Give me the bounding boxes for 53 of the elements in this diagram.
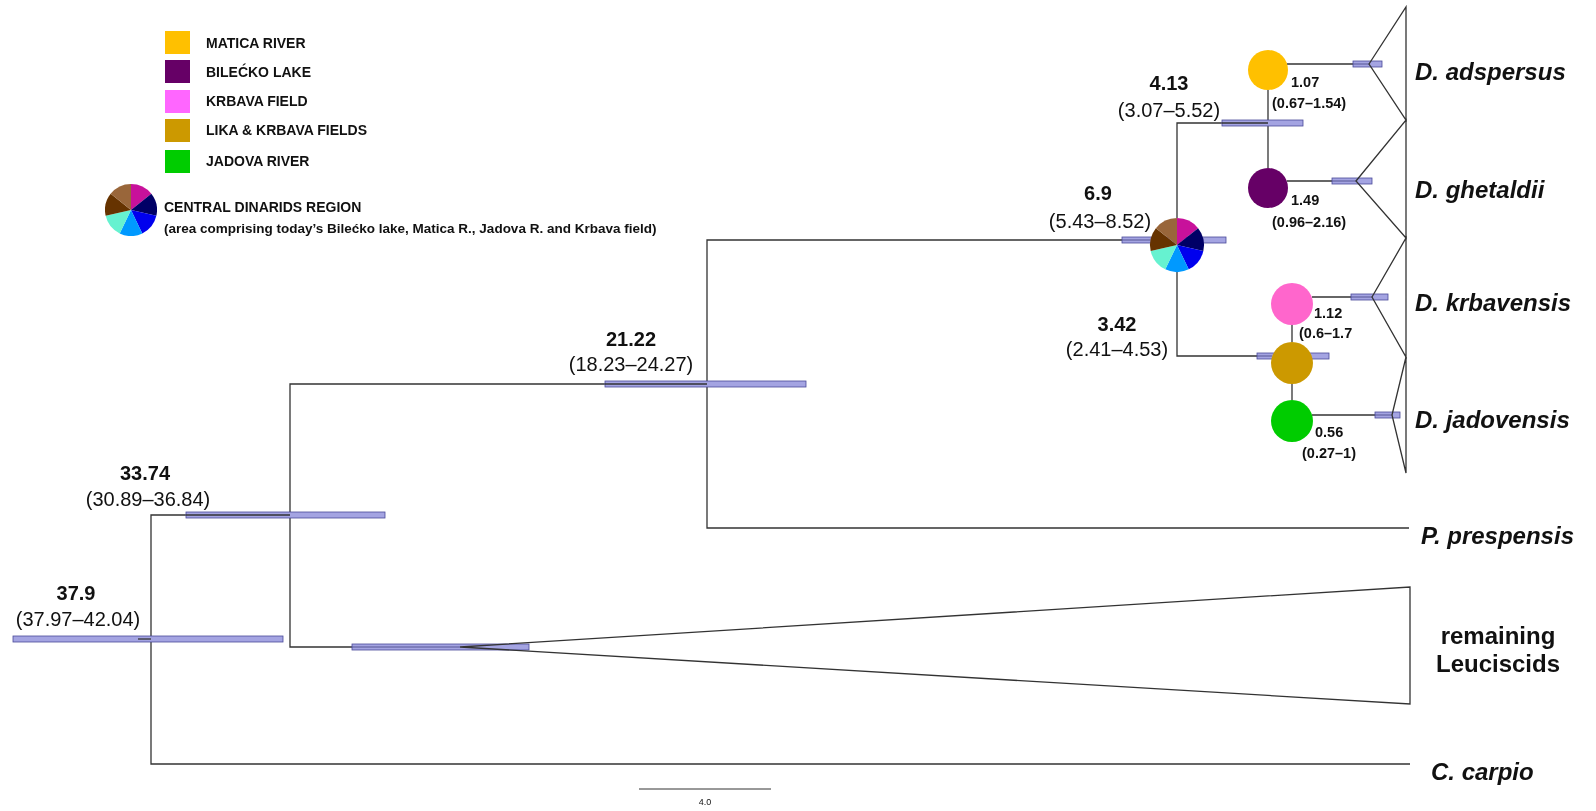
legend-label: MATICA RIVER	[206, 34, 306, 52]
species-name: D. adspersus	[1415, 58, 1566, 86]
pie-chart	[1150, 218, 1204, 272]
node-age: 0.56	[1315, 423, 1344, 441]
node-age: 33.74	[119, 461, 171, 485]
branch-line	[1291, 324, 1293, 343]
age-interval: (5.43–8.52)	[1048, 209, 1152, 233]
node-age: 1.12	[1314, 304, 1343, 322]
age-interval: (0.27–1)	[1302, 444, 1356, 462]
interval-bar	[185, 511, 386, 519]
branch-line	[1176, 122, 1223, 219]
branch-line	[150, 641, 1411, 765]
node-age: 6.9	[1084, 181, 1112, 205]
age-interval: (18.23–24.27)	[568, 352, 694, 376]
node-age: 3.42	[1097, 312, 1137, 336]
species-name: D. ghetaldii	[1415, 176, 1545, 204]
age-interval: (0.67–1.54)	[1272, 94, 1347, 112]
legend-label: BILEĆKO LAKE	[206, 63, 311, 81]
legend-label: CENTRAL DINARIDS REGION	[164, 198, 362, 216]
branch-line	[1267, 125, 1269, 169]
node-age: 21.22	[605, 327, 657, 351]
legend-label: KRBAVA FIELD	[206, 92, 308, 110]
branch-line	[150, 514, 187, 637]
legend-label: LIKA & KRBAVA FIELDS	[206, 121, 367, 139]
legend-note: (area comprising today’s Bilećko lake, Matica R., Jadova R. and Krbava field)	[164, 221, 657, 237]
age-interval: (2.41–4.53)	[1065, 337, 1169, 361]
branch-line	[289, 383, 606, 513]
branch-line	[1291, 383, 1293, 401]
species-name: P. prespensis	[1421, 522, 1574, 550]
interval-bar	[1221, 119, 1304, 127]
area-circle	[1248, 50, 1288, 90]
node-age: 1.07	[1291, 73, 1320, 91]
area-circle	[1248, 168, 1288, 208]
species-name: C. carpio	[1431, 758, 1534, 786]
legend-label: JADOVA RIVER	[206, 152, 310, 170]
area-circle	[1271, 400, 1313, 442]
age-interval: (0.96–2.16)	[1272, 213, 1347, 231]
branch-line	[1267, 89, 1269, 121]
scale-label: 4.0	[698, 796, 712, 808]
area-circle	[1271, 283, 1313, 325]
node-age: 37.9	[56, 581, 96, 605]
species-name: D. jadovensis	[1415, 406, 1570, 434]
age-interval: (3.07–5.52)	[1117, 98, 1221, 122]
node-age: 4.13	[1149, 71, 1189, 95]
node-age: 1.49	[1291, 191, 1320, 209]
branch-line	[706, 386, 1410, 529]
age-interval: (37.97–42.04)	[15, 607, 141, 631]
interval-bar	[604, 380, 807, 388]
age-interval: (0.6–1.7	[1299, 324, 1353, 342]
age-interval: (30.89–36.84)	[85, 487, 211, 511]
interval-bar	[12, 635, 284, 643]
species-name: remaining Leuciscids	[1434, 622, 1562, 678]
species-name: D. krbavensis	[1415, 289, 1572, 317]
